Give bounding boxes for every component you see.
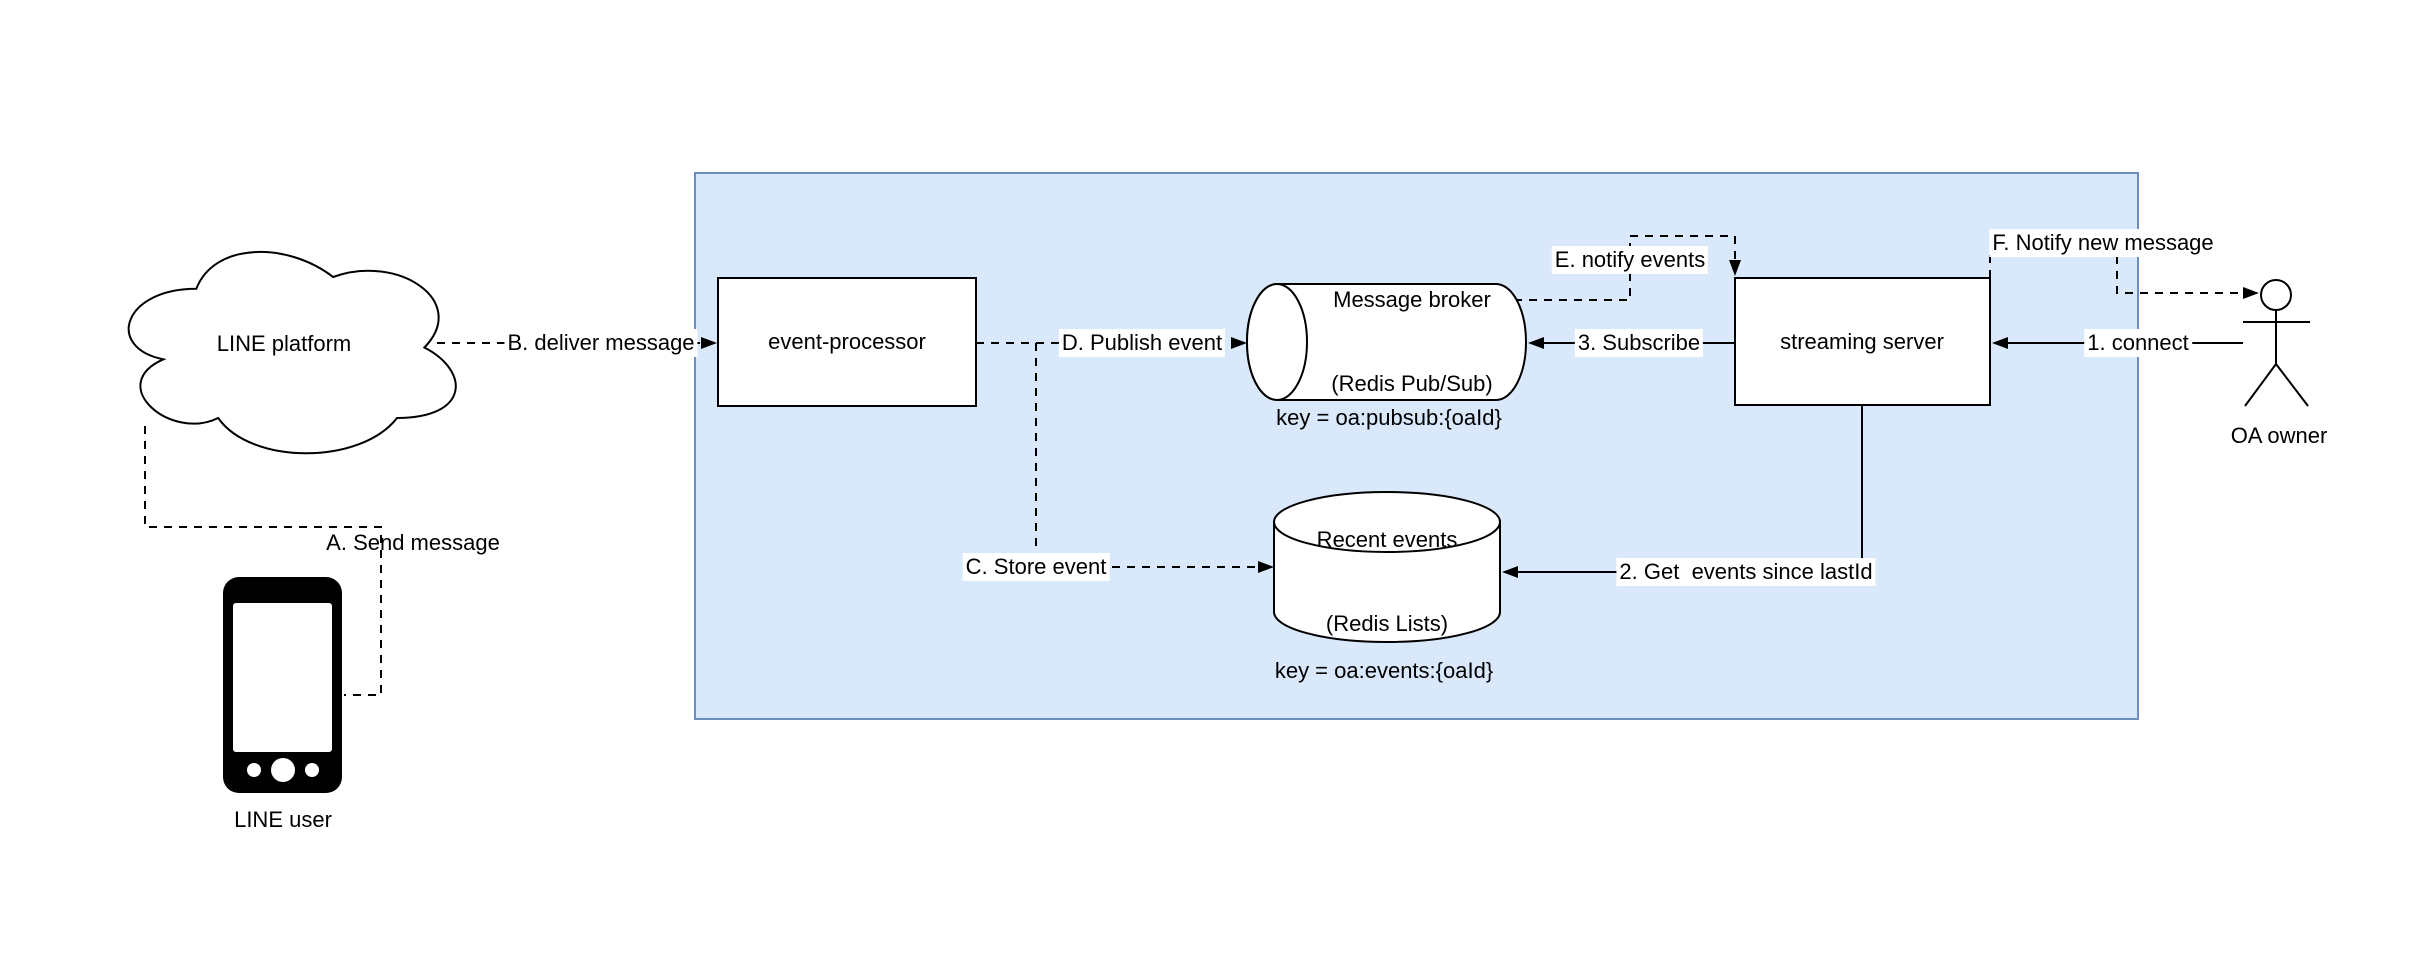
event-processor-box: [717, 277, 977, 407]
recent-events-label: Recent events (Redis Lists): [1317, 470, 1458, 694]
edge-e-notify-events: [1514, 235, 1741, 301]
line-user-label: LINE user: [234, 807, 332, 832]
edge-1-label: 1. connect: [2084, 329, 2192, 357]
oa-owner-label: OA owner: [2230, 423, 2328, 448]
edge-a-label: A. Send message: [326, 530, 500, 555]
streaming-server-box: [1734, 277, 1991, 406]
edge-b-deliver-message: [437, 337, 717, 349]
edge-c-store-event: [1035, 343, 1274, 573]
recent-events-label-line2: (Redis Lists): [1325, 611, 1449, 636]
edge-e-label: E. notify events: [1551, 246, 1709, 274]
recent-events-key-label: key = oa:events:{oaId}: [1274, 658, 1494, 683]
edge-d-label: D. Publish event: [1058, 329, 1226, 357]
message-broker-key-label: key = oa:pubsub:{oaId}: [1276, 405, 1502, 430]
event-processor-label: event-processor: [768, 329, 926, 354]
recent-events-label-line1: Recent events: [1316, 527, 1458, 552]
message-broker-cylinder: [1246, 283, 1527, 401]
message-broker-label: Message broker (Redis Pub/Sub): [1331, 230, 1492, 454]
message-broker-label-line1: Message broker: [1333, 287, 1491, 312]
line-user-phone-icon: [223, 577, 342, 793]
recent-events-cylinder: [1273, 491, 1501, 643]
edge-c-label: C. Store event: [962, 553, 1110, 581]
oa-owner-actor: [2243, 279, 2310, 407]
edge-2-label: 2. Get events since lastId: [1616, 558, 1876, 586]
edge-3-label: 3. Subscribe: [1574, 329, 1704, 357]
line-platform-label: LINE platform: [216, 331, 352, 356]
line-platform-cloud: [127, 251, 457, 455]
edge-a-send-message: [144, 426, 382, 696]
streaming-server-label: streaming server: [1780, 329, 1944, 354]
message-broker-label-line2: (Redis Pub/Sub): [1331, 371, 1493, 396]
edge-b-label: B. deliver message: [504, 329, 698, 357]
edge-f-label: F. Notify new message: [1989, 229, 2217, 257]
